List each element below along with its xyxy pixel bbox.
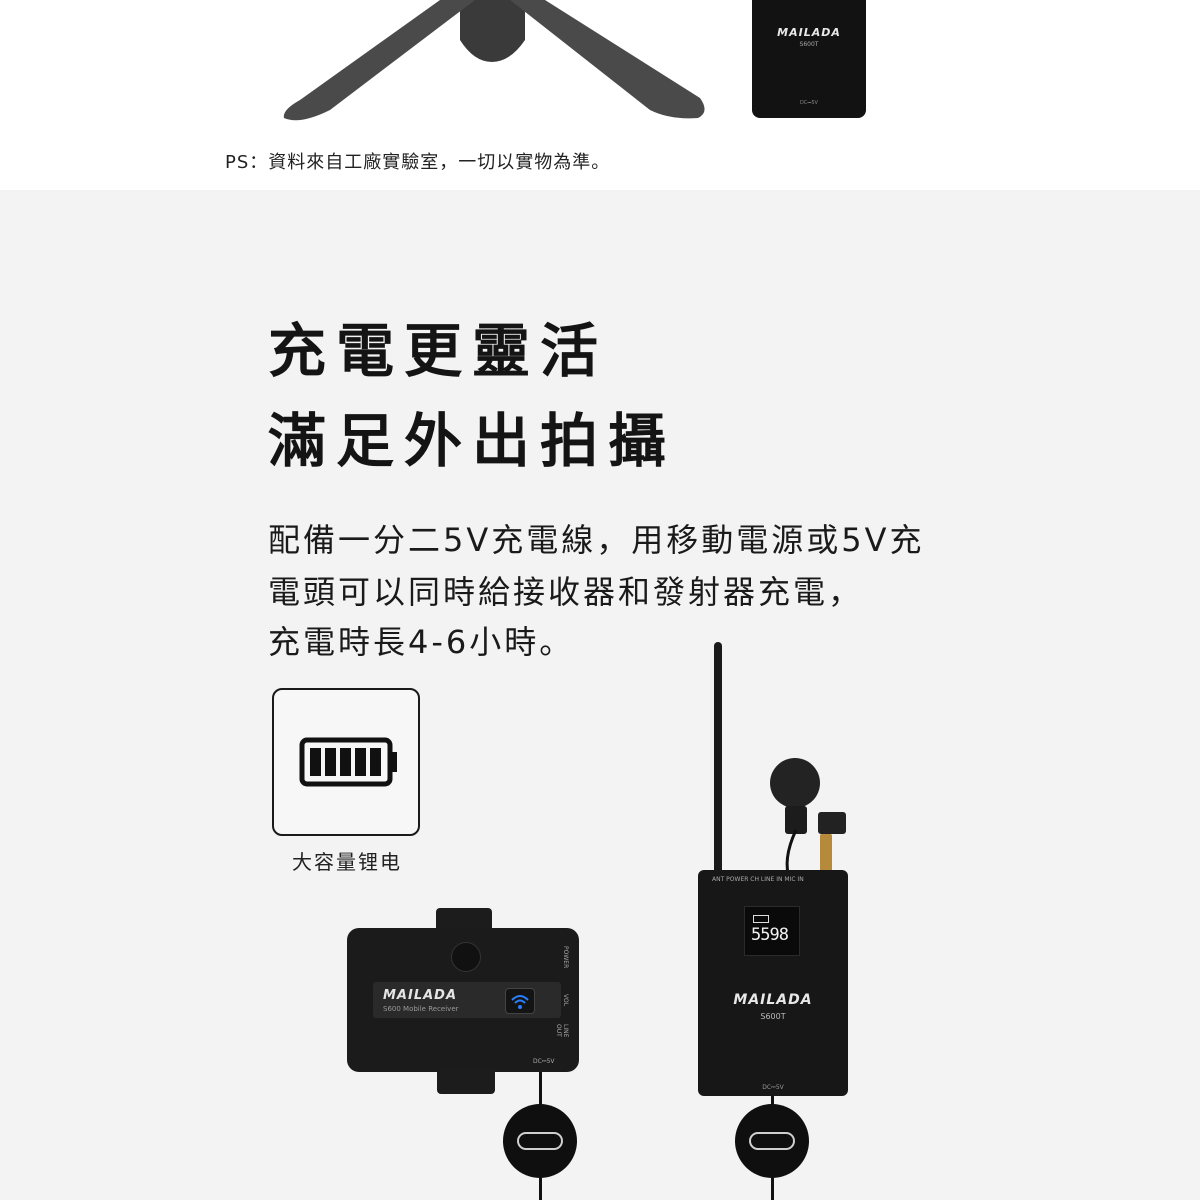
transmitter-ports-label: ANT POWER CH LINE IN MIC IN xyxy=(712,876,804,883)
description-line-1: 配備一分二5V充電線，用移動電源或5V充 xyxy=(268,521,925,559)
transmitter-cable-bottom xyxy=(771,1176,774,1200)
top-transmitter-dc-label: DC⎓5V xyxy=(800,100,818,106)
headline-line-1: 充電更靈活 xyxy=(268,317,609,385)
transmitter-lcd: 5598 xyxy=(744,906,800,956)
description-line-2: 電頭可以同時給接收器和發射器充電， xyxy=(268,573,864,611)
lcd-battery-icon xyxy=(753,915,769,923)
receiver-cable-top xyxy=(539,1072,542,1112)
transmitter-dc-label: DC⎓5V xyxy=(762,1084,784,1091)
receiver-model: S600 Mobile Receiver xyxy=(383,1005,459,1013)
receiver-clip-bottom xyxy=(437,1068,495,1094)
transmitter-device-image: ANT POWER CH LINE IN MIC IN 5598 MAILADA… xyxy=(698,870,848,1096)
battery-caption: 大容量锂电 xyxy=(292,850,402,874)
description-line-3: 充電時長4-6小時。 xyxy=(268,623,575,661)
lavalier-mic-foam xyxy=(770,758,820,808)
wifi-icon xyxy=(511,995,529,1009)
disclaimer-note: PS：資料來自工廠實驗室，一切以實物為準。 xyxy=(225,152,611,173)
top-transmitter-model: S600T xyxy=(799,41,819,48)
lcd-channel-readout: 5598 xyxy=(751,925,789,945)
transmitter-model: S600T xyxy=(760,1012,786,1021)
battery-feature-card xyxy=(272,688,420,836)
receiver-wifi-button xyxy=(505,988,535,1014)
transmitter-antenna xyxy=(714,642,722,874)
tripod-image xyxy=(283,0,705,121)
receiver-brand: MAILADA xyxy=(383,988,458,1003)
receiver-line-out-label: LINE OUT xyxy=(555,1024,569,1038)
usb-c-port-icon xyxy=(517,1132,563,1150)
mic-jack-plug xyxy=(820,834,832,872)
receiver-usb-port-callout xyxy=(503,1104,577,1178)
receiver-vol-label: VOL xyxy=(562,994,569,1007)
top-transmitter-image: MAILADA S600T DC⎓5V xyxy=(752,0,866,118)
lavalier-mic-clip xyxy=(785,806,807,834)
top-transmitter-brand: MAILADA xyxy=(777,26,841,39)
receiver-device-image: MAILADA S600 Mobile Receiver POWER VOL L… xyxy=(347,928,579,1072)
usb-c-port-icon xyxy=(749,1132,795,1150)
transmitter-usb-port-callout xyxy=(735,1104,809,1178)
top-product-band: MAILADA S600T DC⎓5V PS：資料來自工廠實驗室，一切以實物為準… xyxy=(0,0,1200,190)
transmitter-brand: MAILADA xyxy=(733,992,813,1008)
receiver-label-panel: MAILADA S600 Mobile Receiver xyxy=(373,982,561,1018)
battery-full-icon xyxy=(299,737,397,787)
headline-line-2: 滿足外出拍攝 xyxy=(268,407,677,475)
receiver-dc-label: DC⎓5V xyxy=(533,1058,555,1065)
receiver-cable-bottom xyxy=(539,1176,542,1200)
receiver-knob xyxy=(451,942,481,972)
lavalier-tie-clip xyxy=(818,812,846,834)
receiver-power-label: POWER xyxy=(562,946,569,969)
